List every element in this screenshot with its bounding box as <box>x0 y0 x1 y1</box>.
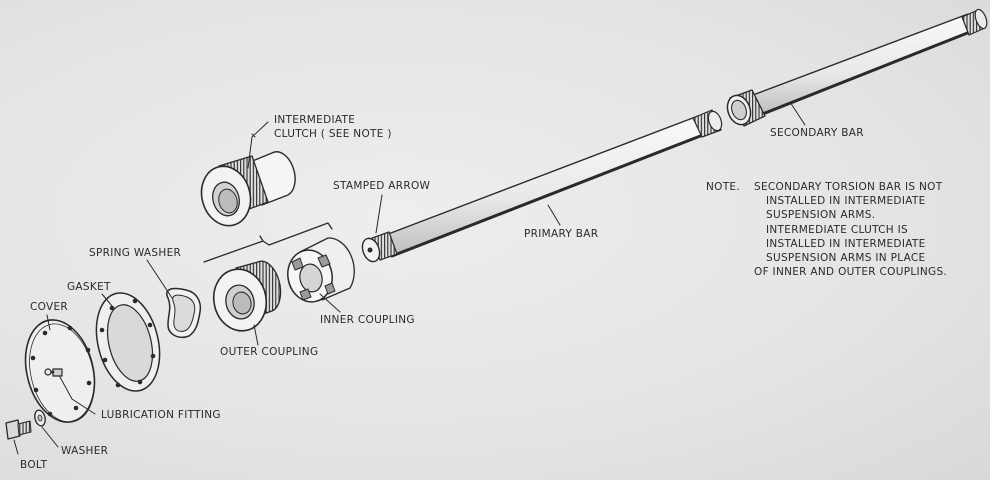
leader-spring-washer <box>146 259 173 299</box>
secondary-bar-spline <box>726 89 766 127</box>
primary-bar-part <box>361 109 723 263</box>
primary-bar-far-spline <box>692 109 723 138</box>
leader-inner-coupling <box>319 293 341 313</box>
note-line: OF INNER AND OUTER COUPLINGS. <box>754 266 948 279</box>
leader-outer-coupling <box>253 324 259 346</box>
leader-gasket <box>101 293 113 307</box>
leader-cover <box>46 314 51 331</box>
note-prefix: NOTE. <box>706 181 741 193</box>
leader-stamped-arrow <box>375 194 383 234</box>
gasket-part <box>95 292 161 392</box>
leader-primary-bar <box>547 204 561 226</box>
leader-secondary-bar <box>789 101 806 126</box>
primary-bar-spline <box>361 231 398 263</box>
leader-lubrication-fitting <box>59 376 96 415</box>
leader-washer <box>41 426 59 448</box>
washer-label: WASHER <box>61 445 109 457</box>
intermediate-clutch-label: INTERMEDIATE CLUTCH ( SEE NOTE ) <box>274 113 392 141</box>
secondary-bar-far-spline <box>961 8 988 36</box>
lubrication-fitting-part <box>44 368 63 377</box>
primary-bar-label: PRIMARY BAR <box>524 228 599 240</box>
stamped-arrow-label: STAMPED ARROW <box>333 180 431 192</box>
note-line: INTERMEDIATE CLUTCH IS <box>766 223 908 236</box>
inner-coupling-part <box>287 237 355 303</box>
note-line: INSTALLED IN INTERMEDIATE <box>766 237 926 250</box>
spring-washer-label: SPRING WASHER <box>89 247 182 259</box>
secondary-bar-label: SECONDARY BAR <box>770 127 864 139</box>
outer-coupling-part <box>212 260 282 332</box>
outer-coupling-label: OUTER COUPLING <box>220 346 319 358</box>
clutch-bracket <box>203 222 333 263</box>
intermediate-clutch-part <box>200 151 296 227</box>
intermediate-clutch-label-line2: CLUTCH ( SEE NOTE ) <box>274 128 392 140</box>
bolt-part <box>5 419 32 440</box>
lubrication-fitting-label: LUBRICATION FITTING <box>101 409 221 421</box>
washer-part <box>34 409 46 427</box>
inner-coupling-label: INNER COUPLING <box>320 314 415 326</box>
cover-label: COVER <box>30 301 69 313</box>
leader-lines <box>13 101 806 455</box>
leader-bolt <box>13 439 19 455</box>
bolt-label: BOLT <box>20 459 48 471</box>
note-block: NOTE. SECONDARY TORSION BAR IS NOT INSTA… <box>706 180 947 278</box>
gasket-label: GASKET <box>67 281 111 293</box>
note-text: SECONDARY TORSION BAR IS NOT INSTALLED I… <box>754 180 947 279</box>
note-line: SECONDARY TORSION BAR IS NOT <box>754 181 943 193</box>
secondary-bar-part <box>726 8 988 127</box>
leader-intermediate-clutch <box>247 121 269 169</box>
note-line: INSTALLED IN INTERMEDIATE <box>766 195 926 208</box>
note-line: SUSPENSION ARMS. <box>766 209 876 222</box>
note-line: SUSPENSION ARMS IN PLACE <box>766 252 926 265</box>
intermediate-clutch-label-line1: INTERMEDIATE <box>274 114 356 126</box>
